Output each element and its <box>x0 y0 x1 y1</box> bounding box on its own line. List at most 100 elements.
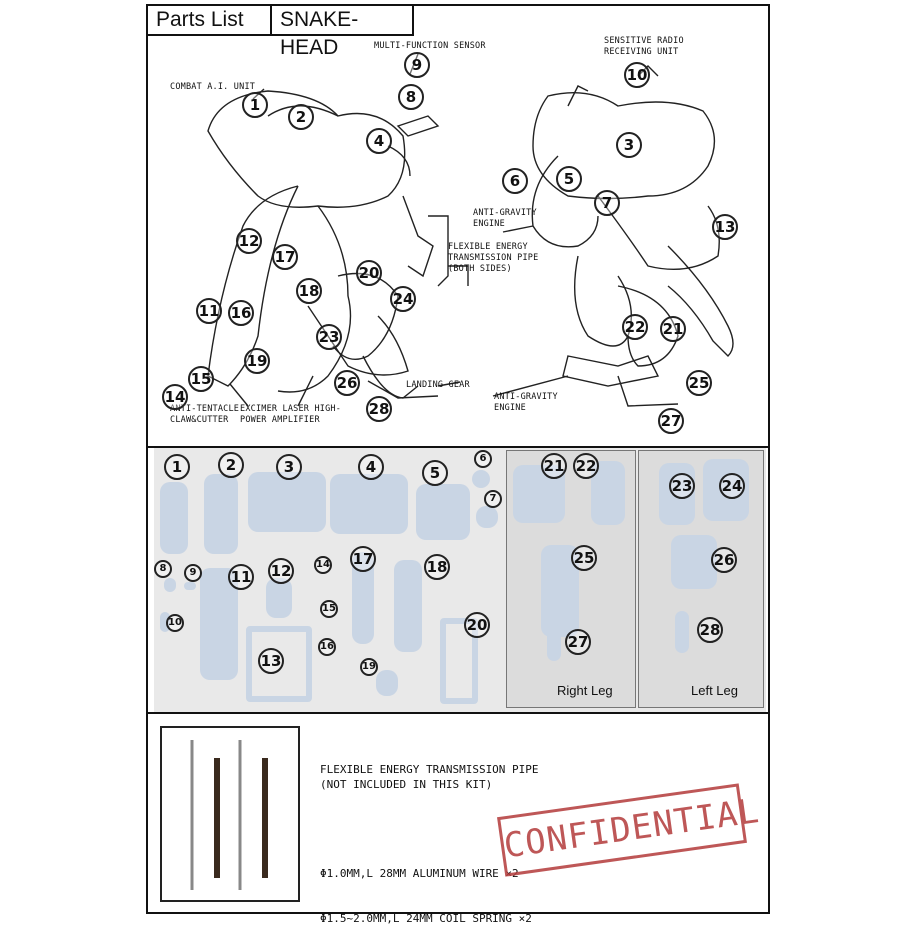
photo-num-11: 11 <box>228 564 254 590</box>
callout-3: 3 <box>616 132 642 158</box>
callout-25: 25 <box>686 370 712 396</box>
photo-num-8: 8 <box>154 560 172 578</box>
resin-part-13 <box>246 626 312 702</box>
callout-17: 17 <box>272 244 298 270</box>
page-frame <box>146 4 770 914</box>
resin-part-9 <box>184 582 196 590</box>
photo-num-5: 5 <box>422 460 448 486</box>
resin-part-2 <box>204 474 238 554</box>
photo-num-1: 1 <box>164 454 190 480</box>
left-leg-label: Left Leg <box>691 683 738 698</box>
photo-num-9: 9 <box>184 564 202 582</box>
resin-part-8 <box>164 578 176 592</box>
photo-num-18: 18 <box>424 554 450 580</box>
resin-part-27 <box>547 625 561 661</box>
callout-2: 2 <box>288 104 314 130</box>
photo-num-2: 2 <box>218 452 244 478</box>
mecha-line-drawing <box>207 53 734 407</box>
callout-13: 13 <box>712 214 738 240</box>
resin-part-28 <box>675 611 689 653</box>
callout-24: 24 <box>390 286 416 312</box>
photo-num-15: 15 <box>320 600 338 618</box>
callout-4: 4 <box>366 128 392 154</box>
photo-num-19: 19 <box>360 658 378 676</box>
photo-num-28: 28 <box>697 617 723 643</box>
callout-16: 16 <box>228 300 254 326</box>
callout-9: 9 <box>404 52 430 78</box>
callout-27: 27 <box>658 408 684 434</box>
parts-photo-section <box>148 446 768 714</box>
callout-12: 12 <box>236 228 262 254</box>
spring-note: Φ1.5~2.0MM,L 24MM COIL SPRING ×2 <box>320 912 532 925</box>
callout-20: 20 <box>356 260 382 286</box>
photo-num-27: 27 <box>565 629 591 655</box>
header-title: Parts List <box>146 4 272 36</box>
photo-num-16: 16 <box>318 638 336 656</box>
wire-note: Φ1.0MM,L 28MM ALUMINUM WIRE ×2 <box>320 867 519 880</box>
photo-num-13: 13 <box>258 648 284 674</box>
resin-part-20 <box>440 618 478 704</box>
resin-part-17 <box>352 552 374 644</box>
parts-photo: 1 2 3 4 5 6 7 8 9 10 11 12 13 14 15 16 1… <box>154 448 766 712</box>
resin-part-19 <box>376 670 398 696</box>
photo-num-17: 17 <box>350 546 376 572</box>
label-excimer: EXCIMER LASER HIGH- POWER AMPLIFIER <box>240 404 342 425</box>
photo-num-14: 14 <box>314 556 332 574</box>
resin-part-5 <box>416 484 470 540</box>
callout-28: 28 <box>366 396 392 422</box>
callout-15: 15 <box>188 366 214 392</box>
right-leg-panel: 21 22 25 27 Right Leg <box>506 450 636 708</box>
wire-and-spring-image <box>190 740 268 890</box>
resin-part-4 <box>330 474 408 534</box>
label-combat-ai: COMBAT A.I. UNIT <box>170 82 256 92</box>
photo-num-24: 24 <box>719 473 745 499</box>
label-anti-tentacle: ANTI-TENTACLE CLAW&CUTTER <box>170 404 240 425</box>
resin-part-1 <box>160 482 188 554</box>
photo-num-25: 25 <box>571 545 597 571</box>
photo-num-6: 6 <box>474 450 492 468</box>
photo-num-22: 22 <box>573 453 599 479</box>
label-radio: SENSITIVE RADIO RECEIVING UNIT <box>604 36 684 57</box>
resin-part-18 <box>394 560 422 652</box>
resin-part-7 <box>476 506 498 528</box>
resin-part-12 <box>266 578 292 618</box>
photo-num-12: 12 <box>268 558 294 584</box>
right-leg-label: Right Leg <box>557 683 613 698</box>
callout-18: 18 <box>296 278 322 304</box>
callout-1: 1 <box>242 92 268 118</box>
label-landing-gear: LANDING GEAR <box>406 380 470 390</box>
resin-part-3 <box>248 472 326 532</box>
label-flex-pipe: FLEXIBLE ENERGY TRANSMISSION PIPE (BOTH … <box>448 242 539 274</box>
photo-num-3: 3 <box>276 454 302 480</box>
label-multi-sensor: MULTI-FUNCTION SENSOR <box>374 41 486 51</box>
callout-22: 22 <box>622 314 648 340</box>
callout-14: 14 <box>162 384 188 410</box>
label-anti-gravity-1: ANTI-GRAVITY ENGINE <box>473 208 537 229</box>
callout-11: 11 <box>196 298 222 324</box>
left-leg-panel: 23 24 26 28 Left Leg <box>638 450 764 708</box>
exploded-diagram: COMBAT A.I. UNIT MULTI-FUNCTION SENSOR S… <box>148 36 768 444</box>
label-anti-gravity-2: ANTI-GRAVITY ENGINE <box>494 392 558 413</box>
pipe-title: FLEXIBLE ENERGY TRANSMISSION PIPE (NOT I… <box>320 763 539 791</box>
resin-part-6 <box>472 470 490 488</box>
resin-part-26 <box>671 535 717 589</box>
callout-21: 21 <box>660 316 686 342</box>
photo-num-4: 4 <box>358 454 384 480</box>
photo-num-23: 23 <box>669 473 695 499</box>
callout-7: 7 <box>594 190 620 216</box>
photo-num-20: 20 <box>464 612 490 638</box>
callout-23: 23 <box>316 324 342 350</box>
photo-num-21: 21 <box>541 453 567 479</box>
photo-num-7: 7 <box>484 490 502 508</box>
photo-num-10: 10 <box>166 614 184 632</box>
callout-8: 8 <box>398 84 424 110</box>
callout-19: 19 <box>244 348 270 374</box>
callout-26: 26 <box>334 370 360 396</box>
callout-5: 5 <box>556 166 582 192</box>
callout-10: 10 <box>624 62 650 88</box>
callout-6: 6 <box>502 168 528 194</box>
resin-part-10 <box>160 612 170 632</box>
photo-num-26: 26 <box>711 547 737 573</box>
header: Parts List SNAKE-HEAD <box>146 4 414 59</box>
wire-photo-box <box>160 726 300 902</box>
